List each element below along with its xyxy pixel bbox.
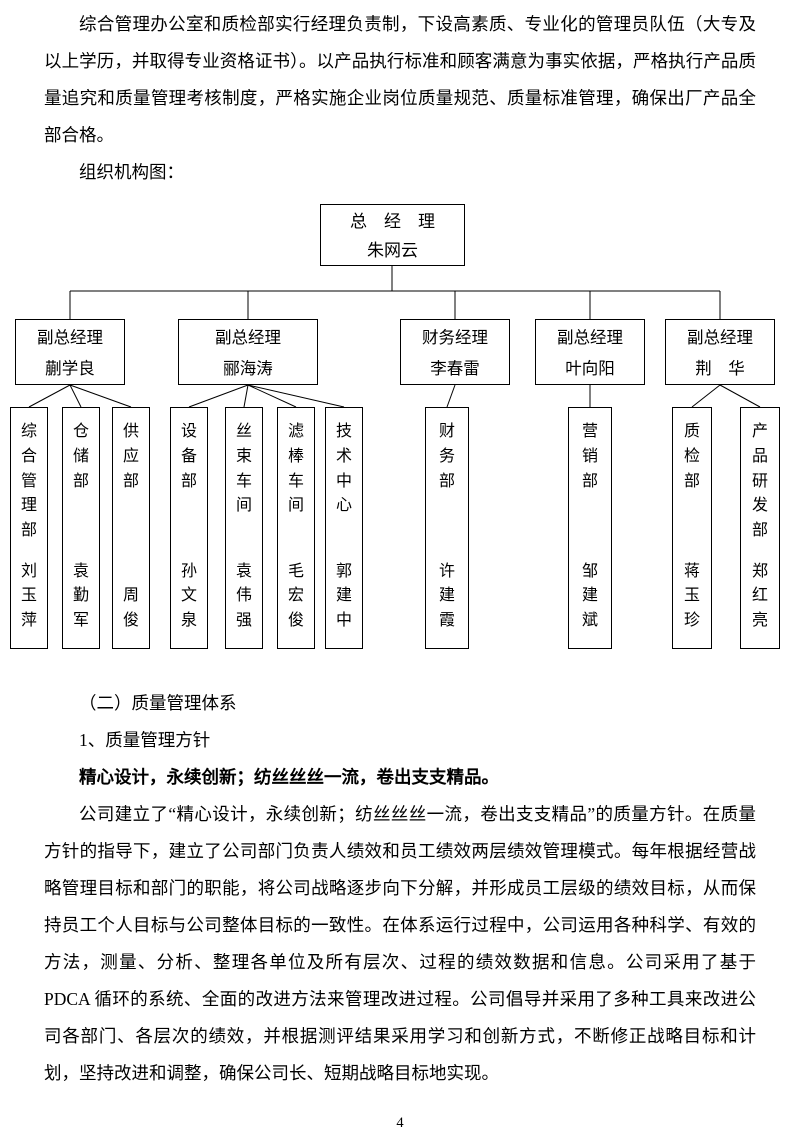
org-box-department-5: 丝束车间 袁伟强: [225, 407, 263, 649]
org-box-department-4: 设备部 孙文泉: [170, 407, 208, 649]
department-name: 供应部: [122, 423, 139, 490]
org-box-general-manager: 总 经 理 朱网云: [320, 204, 465, 266]
page-number: 4: [396, 1115, 404, 1131]
department-name: 营销部: [581, 423, 598, 490]
org-chart: 总 经 理 朱网云 副总经理 蒯学良 副总经理 郦海涛 财务经理 李春雷 副总经…: [0, 199, 800, 659]
paragraph-quality-system: 公司建立了“精心设计，永续创新；纺丝丝丝一流，卷出支支精品”的质量方针。在质量方…: [44, 804, 756, 1083]
org-chart-label: 组织机构图：: [79, 162, 184, 182]
manager-name: 蒯学良: [45, 359, 95, 378]
sub-heading: 1、质量管理方针: [79, 730, 211, 750]
department-head: 刘玉萍: [20, 562, 37, 630]
department-name: 设备部: [180, 423, 197, 490]
department-head: 郑红亮: [751, 562, 768, 630]
department-head: 毛宏俊: [287, 562, 304, 630]
general-manager-title: 总 经 理: [350, 212, 435, 231]
department-head: 袁伟强: [235, 562, 252, 630]
department-name: 综合管理部: [20, 423, 37, 540]
org-box-department-1: 综合管理部 刘玉萍: [10, 407, 48, 649]
department-name: 滤棒车间: [287, 423, 304, 515]
org-box-manager-4: 副总经理 叶向阳: [535, 319, 645, 385]
org-box-department-9: 营销部 邹建斌: [568, 407, 612, 649]
department-head: 袁勤军: [72, 562, 89, 630]
org-box-manager-3: 财务经理 李春雷: [400, 319, 510, 385]
org-box-department-3: 供应部 周俊: [112, 407, 150, 649]
department-name: 质检部: [683, 423, 700, 490]
general-manager-name: 朱网云: [367, 241, 418, 260]
org-box-manager-2: 副总经理 郦海涛: [178, 319, 318, 385]
manager-title: 副总经理: [687, 328, 753, 347]
manager-title: 财务经理: [422, 328, 488, 347]
department-head: 周俊: [122, 587, 139, 630]
org-box-department-10: 质检部 蒋玉珍: [672, 407, 712, 649]
manager-name: 荆 华: [695, 359, 745, 378]
org-box-manager-5: 副总经理 荆 华: [665, 319, 775, 385]
department-name: 仓储部: [72, 423, 89, 490]
org-box-department-7: 技术中心 郭建中: [325, 407, 363, 649]
section-heading: （二）质量管理体系: [79, 693, 237, 713]
department-name: 丝束车间: [235, 423, 252, 515]
department-head: 蒋玉珍: [683, 562, 700, 630]
department-head: 孙文泉: [180, 562, 197, 630]
department-head: 邹建斌: [581, 562, 598, 630]
department-name: 财务部: [438, 423, 455, 490]
manager-title: 副总经理: [557, 328, 623, 347]
manager-name: 李春雷: [430, 359, 480, 378]
manager-name: 郦海涛: [223, 359, 273, 378]
org-box-department-6: 滤棒车间 毛宏俊: [277, 407, 315, 649]
department-name: 技术中心: [335, 423, 352, 515]
org-box-department-11: 产品研发部 郑红亮: [740, 407, 780, 649]
department-name: 产品研发部: [751, 423, 768, 540]
org-box-department-8: 财务部 许建霞: [425, 407, 469, 649]
paragraph-intro: 综合管理办公室和质检部实行经理负责制，下设高素质、专业化的管理员队伍（大专及以上…: [44, 14, 756, 145]
org-chart-connector-lines: [28, 266, 761, 408]
org-box-manager-1: 副总经理 蒯学良: [15, 319, 125, 385]
quality-policy: 精心设计，永续创新；纺丝丝丝一流，卷出支支精品。: [79, 767, 499, 787]
department-head: 郭建中: [335, 562, 352, 630]
manager-title: 副总经理: [215, 328, 281, 347]
org-box-department-2: 仓储部 袁勤军: [62, 407, 100, 649]
manager-title: 副总经理: [37, 328, 103, 347]
manager-name: 叶向阳: [565, 359, 615, 378]
department-head: 许建霞: [438, 562, 455, 630]
